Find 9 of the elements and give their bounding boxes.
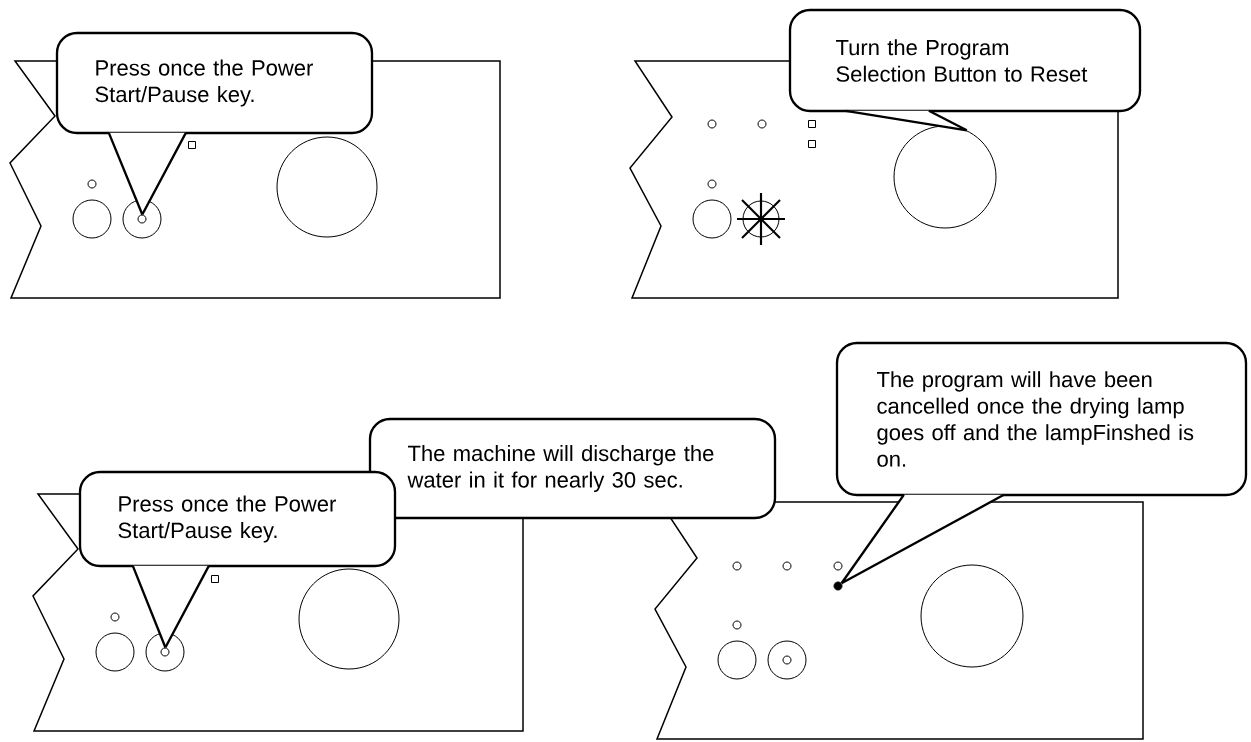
speech-bubble: The program will have been cancelled once the drying lamp goes off and the lampFinshed is on. [835,341,1248,497]
callout-tail [840,493,1005,585]
program-dial [920,564,1024,668]
program-dial [298,568,400,670]
callout-box: The machine will discharge the water in it for nearly 30 sec. [368,417,777,520]
indicator-lamp [833,581,843,591]
program-dial [893,125,997,229]
callout-tail [844,109,968,132]
program-dial [276,136,378,238]
